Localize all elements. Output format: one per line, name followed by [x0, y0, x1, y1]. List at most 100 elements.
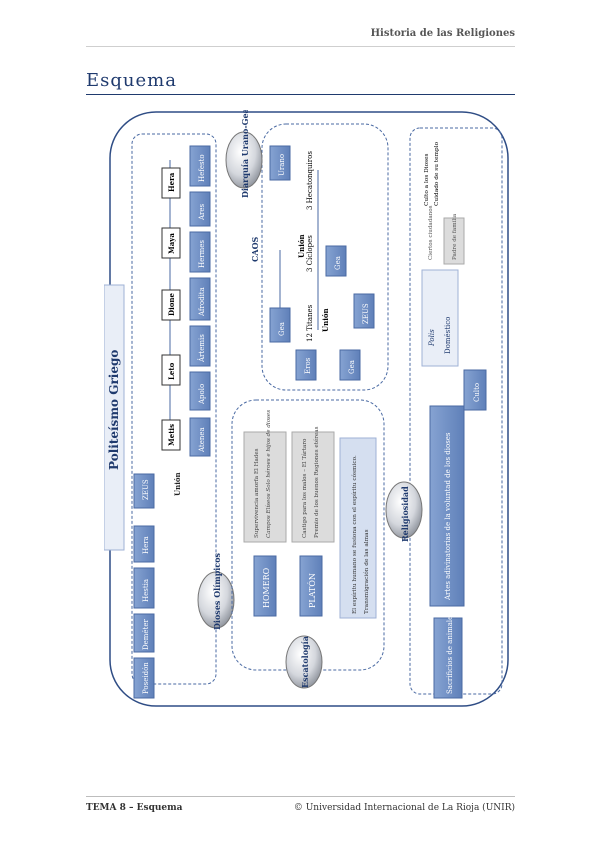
gea-label-3: Gea [348, 360, 356, 374]
culto-label: Culto [473, 383, 481, 402]
platon-box [299, 555, 323, 617]
badge-diarquia [225, 131, 263, 189]
title-underline [86, 94, 515, 95]
sibling-hestia: Hestia [142, 579, 150, 602]
artes-box [429, 405, 465, 607]
sibling-hera: Hera [142, 536, 150, 554]
olympus-dashed-frame [131, 133, 217, 685]
footer-left: TEMA 8 – Esquema [86, 803, 183, 813]
header-title: Historia de las Religiones [370, 28, 515, 39]
polis-label: Polis [428, 329, 436, 347]
politeismo-title-bar [103, 284, 125, 551]
soul-note-2: Transmigración de las almas [363, 529, 370, 614]
homero-notes-box [243, 431, 287, 543]
homero-note-1: Supervivencia amorfa El Hades [254, 448, 260, 538]
partner-box-leto [161, 354, 181, 386]
eros-label: Eros [304, 357, 312, 374]
child-box-atenea [189, 417, 211, 457]
soul-note-box [339, 437, 377, 619]
sacrificios-label: Sacrificios de animales [446, 612, 454, 694]
child-box-ares [189, 191, 211, 227]
zeus-box [133, 473, 155, 509]
sibling-box-hera [133, 525, 155, 563]
urano-box [269, 145, 291, 181]
caos-label: CAOS [250, 236, 260, 262]
child-hermes: Hermes [198, 240, 206, 268]
cosmogony-dashed-frame [261, 123, 389, 391]
ciclopes-label: 3 Cíclopes [306, 235, 314, 272]
sibling-poseidon: Poseidón [142, 662, 150, 694]
child-box-artemis [189, 325, 211, 367]
artes-label: Artes adivinatorias de la voluntad de lo… [444, 432, 452, 601]
child-box-afrodita [189, 277, 211, 321]
partner-boxes: Metis Leto Dione Maya Hera [161, 167, 181, 451]
partner-hera: Hera [167, 172, 176, 192]
badge-escatologia-label: Escatología [300, 636, 310, 688]
eschatology-group: Escatología HOMERO PLATÓN Supervivencia … [231, 399, 385, 689]
partner-box-metis [161, 419, 181, 451]
platon-label: PLATÓN [308, 573, 317, 608]
sacrificios-box [433, 617, 463, 699]
soul-note-1: El espíritu humano se fusiona con el esp… [351, 455, 358, 614]
cosmogony-union-1: Unión [297, 234, 306, 258]
homero-box [253, 555, 277, 617]
gea-box-3 [339, 349, 361, 381]
hecatonquiros-label: 3 Hecatonquiros [306, 151, 314, 210]
child-ares: Ares [198, 203, 206, 221]
badge-escatologia [285, 635, 323, 689]
child-box-apolo [189, 371, 211, 411]
sibling-demeter: Deméter [142, 619, 150, 650]
child-box-hefesto [189, 145, 211, 187]
padre-box [443, 217, 465, 265]
cosmogony-union-2: Unión [321, 308, 330, 332]
partner-maya: Maya [167, 233, 176, 254]
badge-religiosidad-label: Religiosidad [400, 486, 410, 542]
zeus-box-2 [353, 293, 375, 329]
partner-leto: Leto [167, 362, 176, 380]
child-atenea: Atenea [198, 427, 206, 453]
homero-note-2: Campos Elíseos Solo héroes e hijos de di… [265, 410, 272, 538]
culto-types-box [421, 269, 459, 367]
partner-metis: Metis [167, 424, 176, 446]
cuidado-templo-label: Cuidado de su templo [434, 141, 440, 206]
badge-diarquia-label: Diarquía Urano-Gea [240, 110, 250, 198]
religiosity-group: Religiosidad Sacrificios de animales Art… [385, 127, 503, 699]
platon-note-1: Castigo para los malos – El Tártaro [301, 438, 308, 538]
badge-dioses-olimpicos [197, 571, 235, 629]
olympus-group: Politeísmo Griego Poseidón Deméter Hesti… [103, 133, 235, 699]
platon-note-2: Premio de los buenos Regiones etéreas [313, 426, 320, 538]
partner-box-maya [161, 227, 181, 259]
politeismo-title: Politeísmo Griego [107, 350, 121, 470]
footer-divider [86, 796, 515, 797]
partner-box-hera [161, 167, 181, 199]
homero-label: HOMERO [262, 567, 271, 608]
platon-notes-box [291, 431, 335, 543]
sibling-box-poseidon [133, 657, 155, 699]
gea-box-2 [325, 245, 347, 277]
sibling-box-demeter [133, 613, 155, 653]
ciertos-label: Ciertos ciudadanos [428, 205, 434, 260]
partner-dione: Dione [167, 293, 176, 316]
concept-map-svg: Politeísmo Griego Poseidón Deméter Hesti… [103, 108, 509, 707]
gea-label-1: Gea [278, 322, 286, 336]
eros-box [295, 349, 317, 381]
gea-label-2: Gea [334, 256, 342, 270]
children-boxes: Atenea Apolo Ártemis Afrodita Hermes Are… [189, 145, 211, 457]
child-box-hermes [189, 231, 211, 273]
badge-dioses-olimpicos-label: Dioses Olímpicos [212, 552, 222, 630]
sibling-box-hestia [133, 567, 155, 609]
concept-map: Politeísmo Griego Poseidón Deméter Hesti… [103, 108, 514, 714]
badge-religiosidad [385, 481, 423, 539]
child-apolo: Apolo [198, 384, 206, 405]
titanes-label: 12 Titanes [306, 304, 314, 342]
padre-label: Padre de familia [452, 213, 458, 260]
header-divider [86, 46, 515, 47]
culto-dioses-label: Culto a los Dioses [424, 153, 430, 206]
culto-box [463, 369, 487, 411]
zeus-label: ZEUS [142, 479, 150, 500]
cosmogony-group: Diarquía Urano-Gea CAOS Unión Eros Gea U… [225, 108, 389, 391]
zeus-label-2: ZEUS [362, 303, 370, 324]
child-afrodita: Afrodita [198, 287, 206, 317]
domestico-label: Doméstico [444, 317, 452, 354]
footer-right: © Universidad Internacional de La Rioja … [293, 803, 515, 813]
